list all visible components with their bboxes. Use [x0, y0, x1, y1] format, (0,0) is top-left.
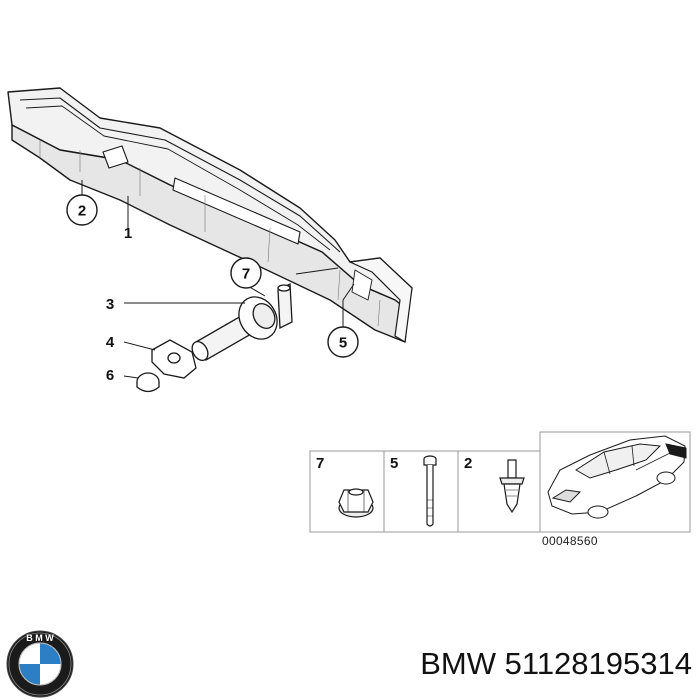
footer-part-number: 51128195314 — [504, 646, 692, 681]
mounting-stud — [191, 282, 293, 361]
svg-text:B M W: B M W — [26, 633, 54, 643]
callout-7: 7 — [230, 257, 262, 289]
footer-brand: BMW — [420, 646, 497, 681]
legend-number-7: 7 — [316, 455, 324, 472]
callout-5: 5 — [327, 326, 359, 358]
callout-1-label: 1 — [124, 225, 132, 242]
legend-number-5: 5 — [390, 455, 398, 472]
callout-3-label: 3 — [106, 296, 114, 313]
legend-number-2: 2 — [464, 455, 472, 472]
callout-3: 3 — [106, 296, 114, 313]
callout-6-label: 6 — [106, 367, 114, 384]
footer-part-title: BMW 51128195314 — [330, 640, 692, 688]
bumper-carrier — [7, 87, 413, 343]
callout-2-label: 2 — [78, 203, 86, 220]
callout-1: 1 — [124, 225, 132, 242]
clip-icon — [499, 459, 525, 514]
bolt-icon — [423, 455, 437, 527]
cap — [136, 372, 160, 393]
diagram-reference-number: 00048560 — [542, 534, 598, 548]
vehicle-location-thumbnail — [539, 431, 691, 533]
callout-2: 2 — [66, 194, 98, 226]
bmw-logo: B M W — [6, 630, 74, 698]
parts-legend: 7 5 2 — [309, 450, 541, 533]
callout-5-label: 5 — [339, 335, 347, 352]
car-icon — [547, 435, 687, 519]
callout-4: 4 — [106, 334, 115, 351]
nut-icon — [338, 488, 374, 518]
callout-6: 6 — [106, 367, 114, 384]
callout-4-label: 4 — [106, 334, 115, 351]
callout-7-label: 7 — [242, 266, 250, 283]
washer-plate — [151, 339, 197, 379]
